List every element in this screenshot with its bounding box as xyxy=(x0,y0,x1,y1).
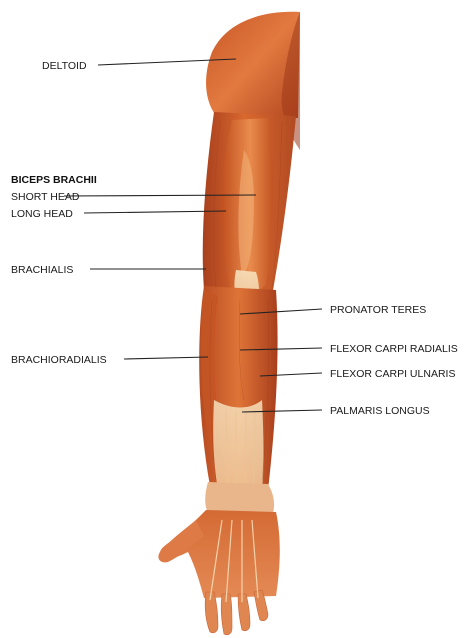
leader-brachioradialis xyxy=(124,357,208,359)
forearm-tendons xyxy=(213,400,263,490)
label-flexor-carpi-ulnaris: FLEXOR CARPI ULNARIS xyxy=(330,368,455,380)
label-biceps-brachii: BICEPS BRACHII xyxy=(11,174,97,186)
label-pronator-teres: PRONATOR TERES xyxy=(330,304,426,316)
label-long-head: LONG HEAD xyxy=(11,208,73,220)
label-brachioradialis: BRACHIORADIALIS xyxy=(11,354,107,366)
label-short-head: SHORT HEAD xyxy=(11,191,80,203)
label-brachialis: BRACHIALIS xyxy=(11,264,73,276)
label-palmaris-longus: PALMARIS LONGUS xyxy=(330,405,430,417)
label-deltoid: DELTOID xyxy=(42,60,87,72)
label-flexor-carpi-radialis: FLEXOR CARPI RADIALIS xyxy=(330,343,458,355)
